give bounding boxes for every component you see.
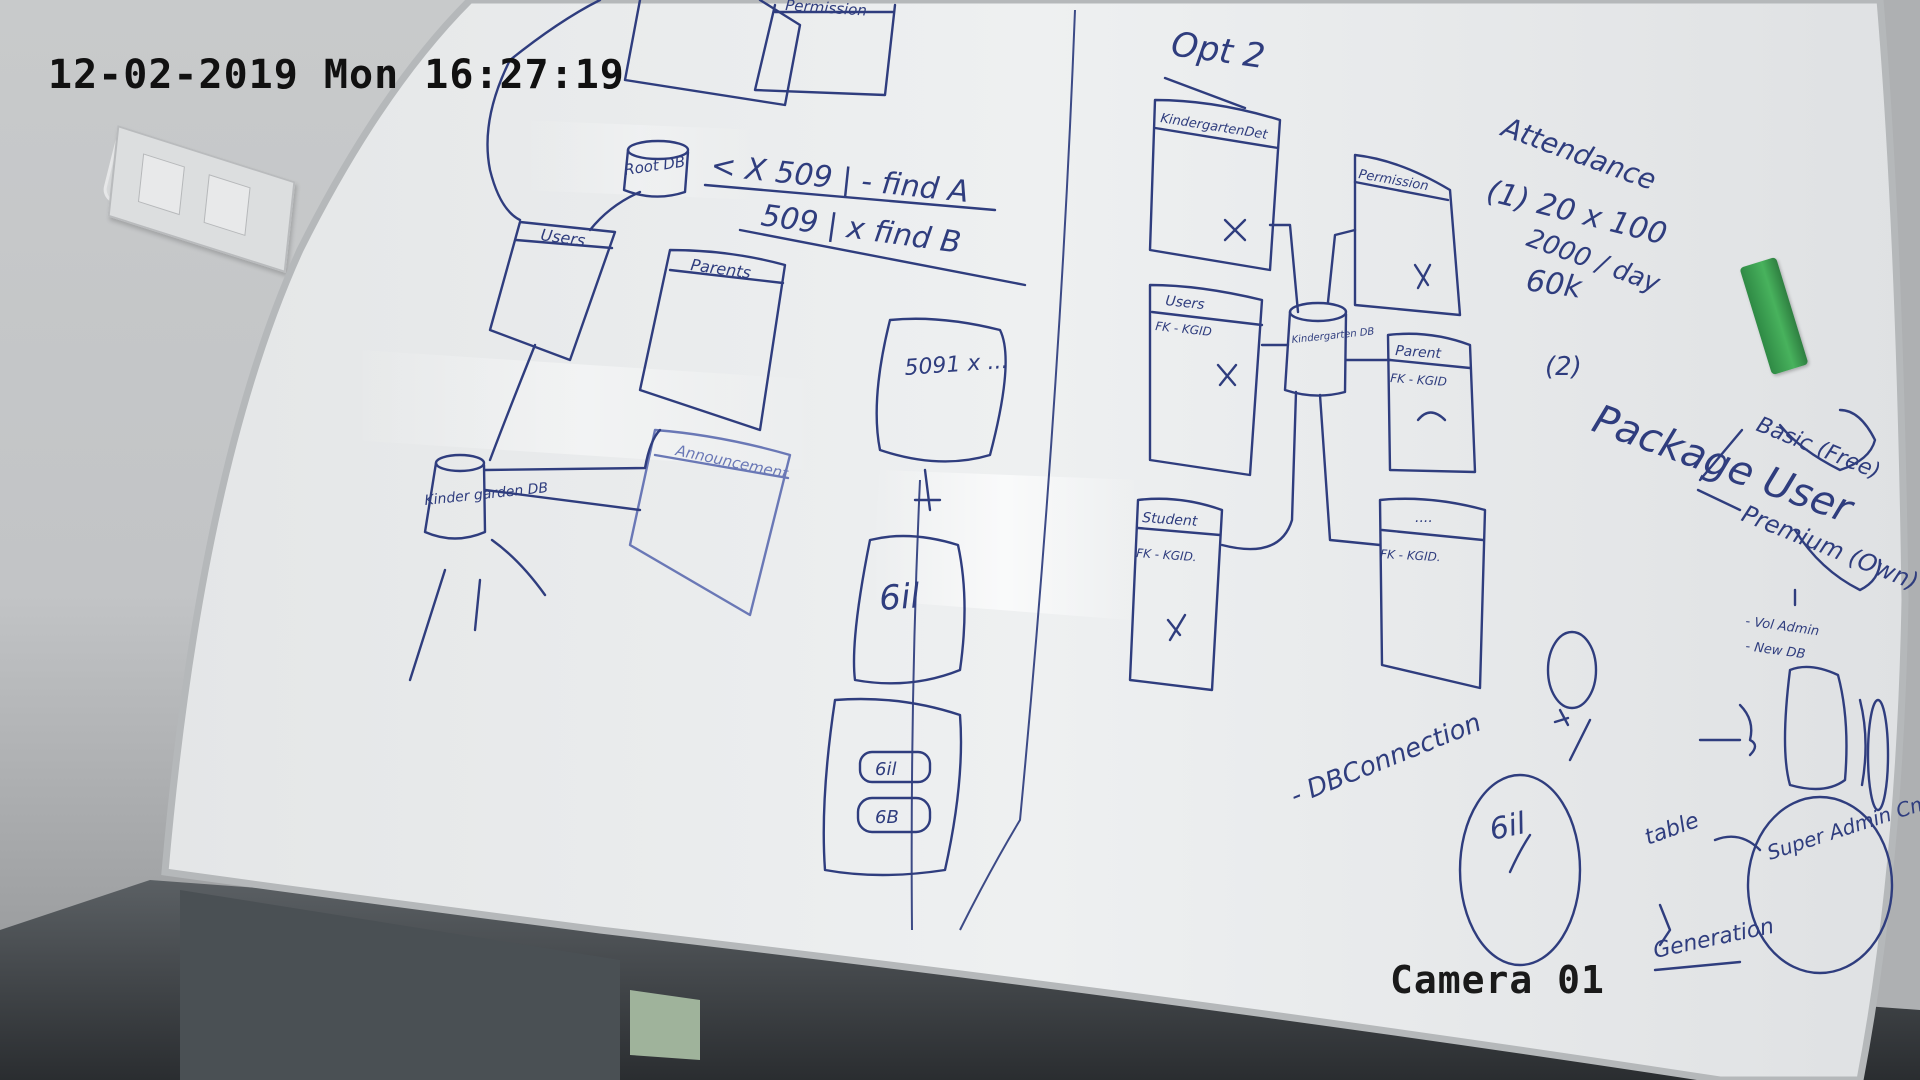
table-box-top <box>623 0 802 107</box>
table-permission <box>1353 153 1462 317</box>
label-student: Student <box>1142 510 1199 530</box>
label-users-opt2: Users <box>1165 293 1206 313</box>
fk-parent: FK - KGID <box>1390 371 1448 389</box>
table-announcement <box>628 428 792 617</box>
fk-student: FK - KGID. <box>1136 546 1197 564</box>
label-parent: Parent <box>1395 343 1442 362</box>
glass-cabinet <box>180 890 620 1080</box>
arrow-curve <box>486 0 602 222</box>
note-box-3 <box>822 697 963 877</box>
camera-timestamp: 12-02-2019 Mon 16:27:19 <box>48 52 625 98</box>
table-users-opt2 <box>1148 283 1264 477</box>
note-box-1 <box>875 317 1007 463</box>
note-box-2 <box>852 534 966 685</box>
table-box-top <box>753 3 897 97</box>
label-others: .... <box>1415 510 1433 526</box>
side-note-3a: 6il <box>875 759 896 780</box>
glare <box>520 120 760 200</box>
table-others <box>1378 497 1487 690</box>
table-parent <box>1386 332 1477 474</box>
point-2: (2) <box>1545 352 1582 382</box>
cabinet-item <box>630 990 700 1060</box>
glare <box>870 470 1140 620</box>
divider-line <box>959 9 1076 931</box>
bottom-circle-label: 6il <box>1486 806 1529 848</box>
marker-drawings <box>408 0 1894 975</box>
attendance-line-3: 60k <box>1524 263 1585 306</box>
glare <box>350 350 820 470</box>
table-student <box>1128 497 1224 692</box>
side-note-3b: 6B <box>875 807 899 828</box>
table-parents <box>638 248 787 432</box>
camera-label: Camera 01 <box>1390 958 1605 1002</box>
table-kindergartendet <box>1148 98 1282 272</box>
fk-users: FK - KGID <box>1155 319 1213 339</box>
label-permission-table: Permission <box>785 0 868 20</box>
table-users <box>488 220 617 362</box>
fk-others: FK - KGID. <box>1380 547 1441 564</box>
side-note-2: 6il <box>878 576 922 619</box>
